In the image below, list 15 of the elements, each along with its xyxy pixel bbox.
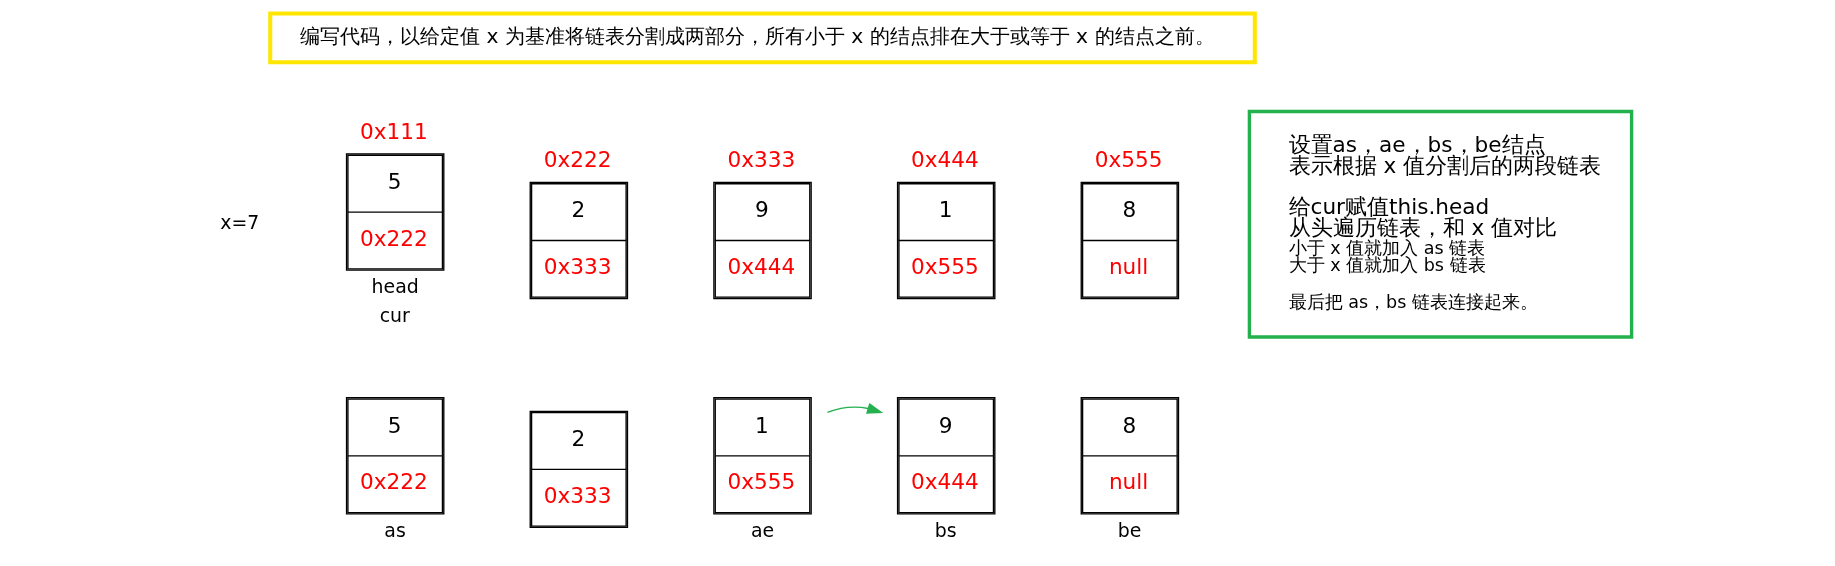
node-label: 0x111	[360, 118, 428, 144]
node-label: 0x333	[727, 147, 796, 173]
node-label: 0x555	[1094, 147, 1163, 173]
node-box: 编写代码，以给定值 x 为基准将链表分割成两部分，所有小于 x 的结点排在大于或等于 x 的结点之前。	[268, 11, 1257, 65]
node-box: 设置as，ae，bs，be结点 表示根据 x 值分割后的两段链表 给cur赋值this.head 从头遍历链表，和 x 值对比 小于 x 值就加入 as 链表 大于 x 值就加入 bs 链表 最后把 as，bs 链表连接起来。	[1247, 109, 1634, 339]
arrow	[826, 402, 884, 414]
node-label: be	[1117, 519, 1142, 542]
node-label: 0x444	[911, 147, 979, 173]
node-label: 0x222	[543, 147, 612, 173]
node-label: as	[384, 519, 406, 542]
label: x=7	[220, 211, 260, 234]
node-label: head	[371, 275, 419, 298]
node-label: cur	[379, 303, 410, 326]
node-label: bs	[934, 519, 957, 542]
node-label: ae	[751, 519, 775, 542]
